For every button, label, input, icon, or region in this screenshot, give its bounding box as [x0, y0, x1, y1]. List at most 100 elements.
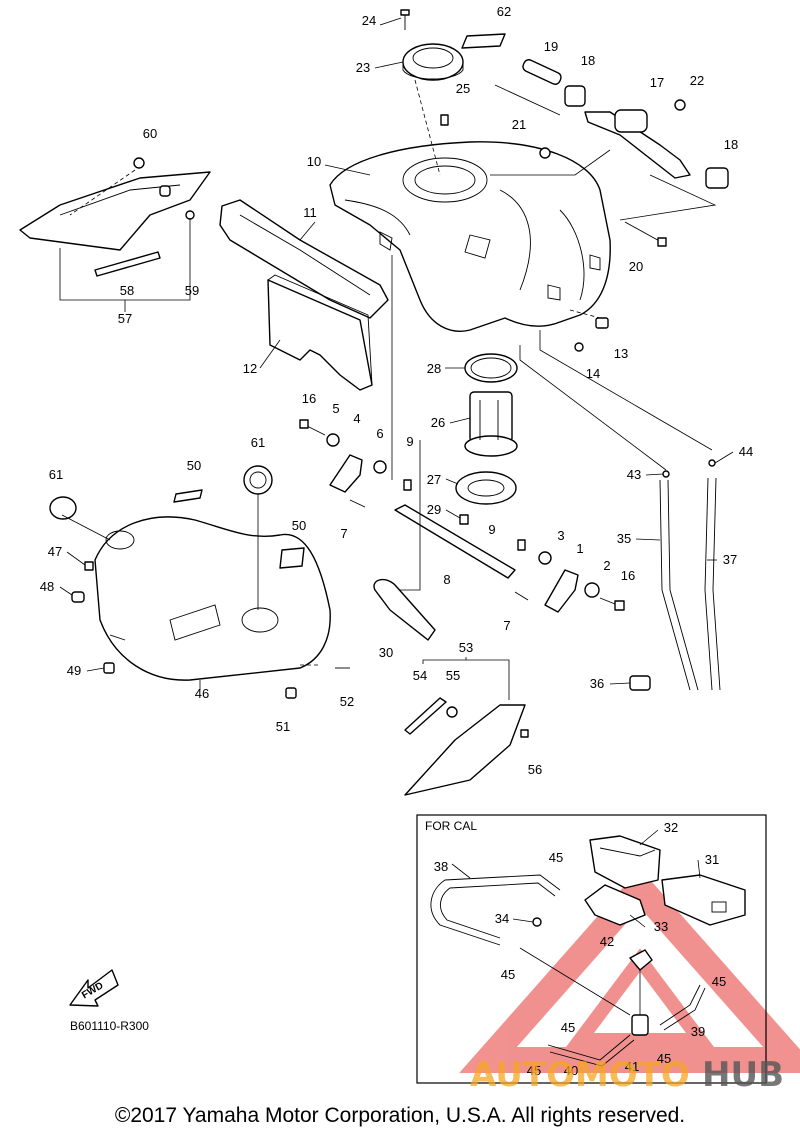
callout: 47 [48, 544, 62, 559]
callout: 8 [443, 572, 450, 587]
callout: 10 [307, 154, 321, 169]
emblem-61-left [49, 496, 77, 520]
bolt-20 [624, 221, 667, 247]
callout: 1 [576, 541, 583, 556]
side-cover-53 [404, 704, 526, 796]
cal-box-label: FOR CAL [425, 819, 477, 833]
damper-13 [595, 317, 609, 329]
decal-62 [461, 33, 506, 49]
tank-front-cover [94, 516, 331, 681]
clip-42 [629, 949, 653, 971]
collar-19 [522, 59, 562, 85]
hose-35 [659, 479, 699, 691]
washer-6 [373, 460, 387, 474]
callout: 26 [431, 415, 445, 430]
fuel-tank [329, 141, 611, 332]
callout: 30 [379, 645, 393, 660]
callout: 24 [362, 13, 376, 28]
callout-labels: 1 2 3 4 5 6 7 7 8 9 9 10 11 12 13 14 16 … [40, 4, 753, 1078]
bolt-16b [599, 597, 625, 611]
callout: 58 [120, 283, 134, 298]
bolt-9a [403, 479, 412, 491]
callout: 13 [614, 346, 628, 361]
callout: 18 [724, 137, 738, 152]
callout: 16 [621, 568, 635, 583]
callout: 21 [512, 117, 526, 132]
callout: 25 [456, 81, 470, 96]
damper-front [564, 85, 586, 107]
callout: 55 [446, 668, 460, 683]
callout: 46 [195, 686, 209, 701]
bolt-7b [514, 591, 529, 601]
callout: 32 [664, 820, 678, 835]
cal-box: FOR CAL [416, 814, 767, 1084]
canister-32 [589, 835, 661, 889]
bolt-29 [459, 514, 469, 525]
tank-side-cover [219, 199, 389, 319]
decal-58 [94, 251, 161, 277]
callout: 20 [629, 259, 643, 274]
fuel-pump [464, 391, 518, 457]
callout: 52 [340, 694, 354, 709]
callout: 38 [434, 859, 448, 874]
nut-21 [539, 147, 551, 159]
grommet-60 [133, 157, 145, 169]
decal-50a [173, 489, 203, 503]
screw-34 [532, 917, 542, 927]
bracket-1 [544, 569, 579, 613]
parts-diagram: FOR CAL FWD B601110-R300 1 2 3 4 5 6 7 7… [19, 4, 800, 1084]
callout: 9 [406, 434, 413, 449]
callout: 61 [49, 467, 63, 482]
callout: 18 [581, 53, 595, 68]
callout: 50 [187, 458, 201, 473]
drawing-code: B601110-R300 [70, 1019, 149, 1033]
fuel-cap [402, 43, 464, 81]
pump-plate [455, 471, 517, 505]
callout: 50 [292, 518, 306, 533]
bolt-9b [517, 539, 526, 551]
callout: 22 [690, 73, 704, 88]
callout: 7 [503, 618, 510, 633]
callout: 59 [185, 283, 199, 298]
callout: 16 [302, 391, 316, 406]
callout: 7 [340, 526, 347, 541]
callout: 48 [40, 579, 54, 594]
damper-rear [705, 167, 729, 189]
callout: 39 [691, 1024, 705, 1039]
cap-bolt [400, 9, 410, 30]
hose-39 [659, 984, 706, 1031]
callout: 31 [705, 852, 719, 867]
hose-40 [547, 1034, 635, 1067]
bolt-22 [674, 99, 686, 111]
callout: 12 [243, 361, 257, 376]
watermark-triangle [459, 868, 800, 1073]
callout: 45 [501, 967, 515, 982]
callout: 45 [712, 974, 726, 989]
callout: 57 [118, 311, 132, 326]
bracket-4 [329, 454, 363, 493]
drain-hose [373, 578, 436, 641]
callout: 62 [497, 4, 511, 19]
clamp-43 [662, 470, 670, 478]
callout: 53 [459, 640, 473, 655]
callout: 3 [557, 528, 564, 543]
callout: 61 [251, 435, 265, 450]
callout: 54 [413, 668, 427, 683]
pivot-shaft [394, 504, 516, 579]
callout: 40 [564, 1063, 578, 1078]
reference-lines [69, 79, 717, 666]
callout: 23 [356, 60, 370, 75]
callout: 9 [488, 522, 495, 537]
callout: 28 [427, 361, 441, 376]
copyright-notice: ©2017 Yamaha Motor Corporation, U.S.A. A… [114, 1104, 686, 1127]
callout: 44 [739, 444, 753, 459]
washer-14 [574, 342, 584, 352]
callout: 45 [561, 1020, 575, 1035]
cal-leads [519, 947, 641, 1016]
screw-25 [440, 114, 449, 126]
callout: 37 [723, 552, 737, 567]
callout: 27 [427, 472, 441, 487]
grommet-36 [629, 675, 651, 691]
callout: 45 [657, 1051, 671, 1066]
grommet-49 [103, 662, 115, 674]
